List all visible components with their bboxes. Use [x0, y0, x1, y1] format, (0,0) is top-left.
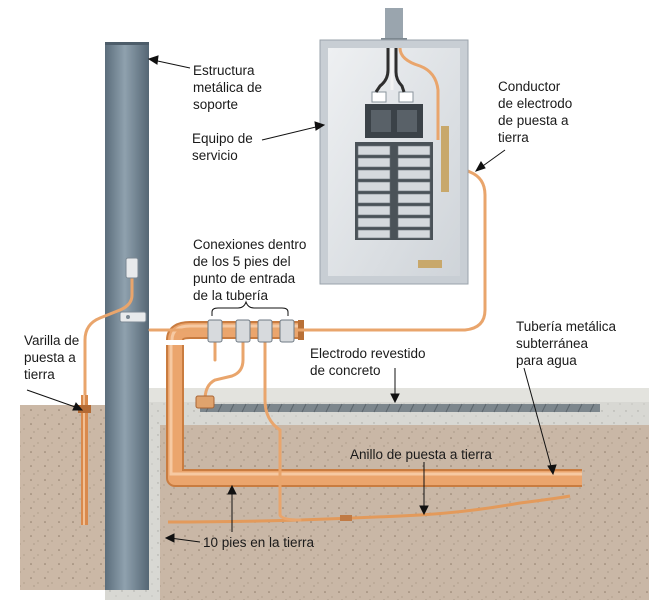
label-connections: Conexiones dentro de los 5 pies del punt…: [193, 237, 307, 303]
label-electrode-conductor: Conductor de electrodo de puesta a tierr…: [498, 79, 573, 145]
label-ten-feet: 10 pies en la tierra: [203, 535, 315, 550]
ground-ring: [167, 494, 571, 524]
label-concrete-electrode: Electrodo revestido de concreto: [310, 346, 426, 378]
connections-bracket: [211, 300, 289, 316]
label-ground-rod: Varilla de puesta a tierra: [24, 333, 80, 382]
concrete-rebar: [200, 403, 600, 413]
soil-block: [20, 388, 649, 600]
label-service-equipment: Equipo de servicio: [192, 131, 253, 163]
callout-arrows: [26, 55, 557, 543]
label-water-pipe: Tubería metálica subterránea para agua: [516, 319, 617, 368]
label-ground-ring: Anillo de puesta a tierra: [350, 447, 492, 462]
service-panel: [319, 8, 469, 285]
ground-rod: [78, 395, 91, 525]
label-support-structure: Estructura metálica de soporte: [193, 63, 263, 112]
pole-clamps: [119, 257, 147, 323]
pipe-clamps: [195, 319, 295, 409]
